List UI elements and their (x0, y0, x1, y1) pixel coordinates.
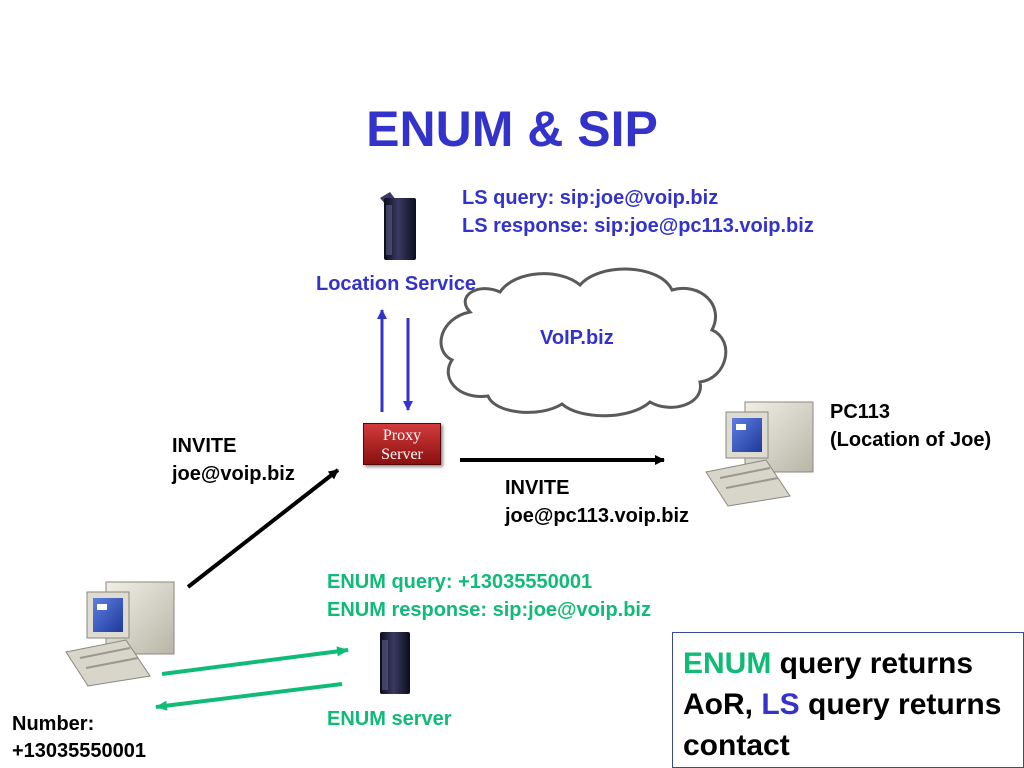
enum-response-arrow (155, 682, 343, 711)
enum-query-text: ENUM query: +13035550001 (327, 571, 593, 593)
enum-server-label: ENUM server (327, 708, 452, 730)
callout-ls-word: LS (761, 688, 800, 721)
invite-left-line2: joe@voip.biz (172, 463, 295, 485)
caller-label-line2: +13035550001 (12, 740, 147, 762)
ls-query-text: LS query: sip:joe@voip.biz (462, 187, 719, 209)
location-server-icon (380, 192, 416, 260)
page-title: ENUM & SIP (366, 101, 658, 157)
proxy-server-box: Proxy Server (363, 423, 441, 465)
callout-text-1: query returns AoR, (683, 647, 974, 721)
voip-cloud-icon (439, 267, 728, 418)
cloud-label: VoIP.biz (540, 327, 614, 349)
caller-computer-icon (65, 581, 175, 687)
pc113-label-line2: (Location of Joe) (830, 429, 992, 451)
caller-label-line1: Number: (12, 713, 95, 735)
invite-caller-to-proxy-arrow (186, 468, 340, 589)
callout-enum-word: ENUM (683, 647, 772, 680)
invite-left-line1: INVITE (172, 435, 237, 457)
ls-response-text: LS response: sip:joe@pc113.voip.biz (462, 215, 814, 237)
enum-server-icon (380, 632, 410, 694)
pc113-computer-icon (705, 401, 814, 507)
enum-query-arrow (161, 646, 349, 676)
callout-text-2: query returns contact (683, 688, 1002, 762)
enum-response-text: ENUM response: sip:joe@voip.biz (327, 599, 651, 621)
proxy-label-line1: Proxy (382, 427, 422, 444)
location-service-label: Location Service (316, 273, 477, 295)
summary-callout: ENUM query returns AoR, LS query returns… (672, 632, 1024, 768)
invite-right-line1: INVITE (505, 477, 570, 499)
invite-right-line2: joe@pc113.voip.biz (505, 505, 690, 527)
pc113-label-line1: PC113 (830, 401, 891, 423)
proxy-label-line2: Server (381, 446, 423, 463)
